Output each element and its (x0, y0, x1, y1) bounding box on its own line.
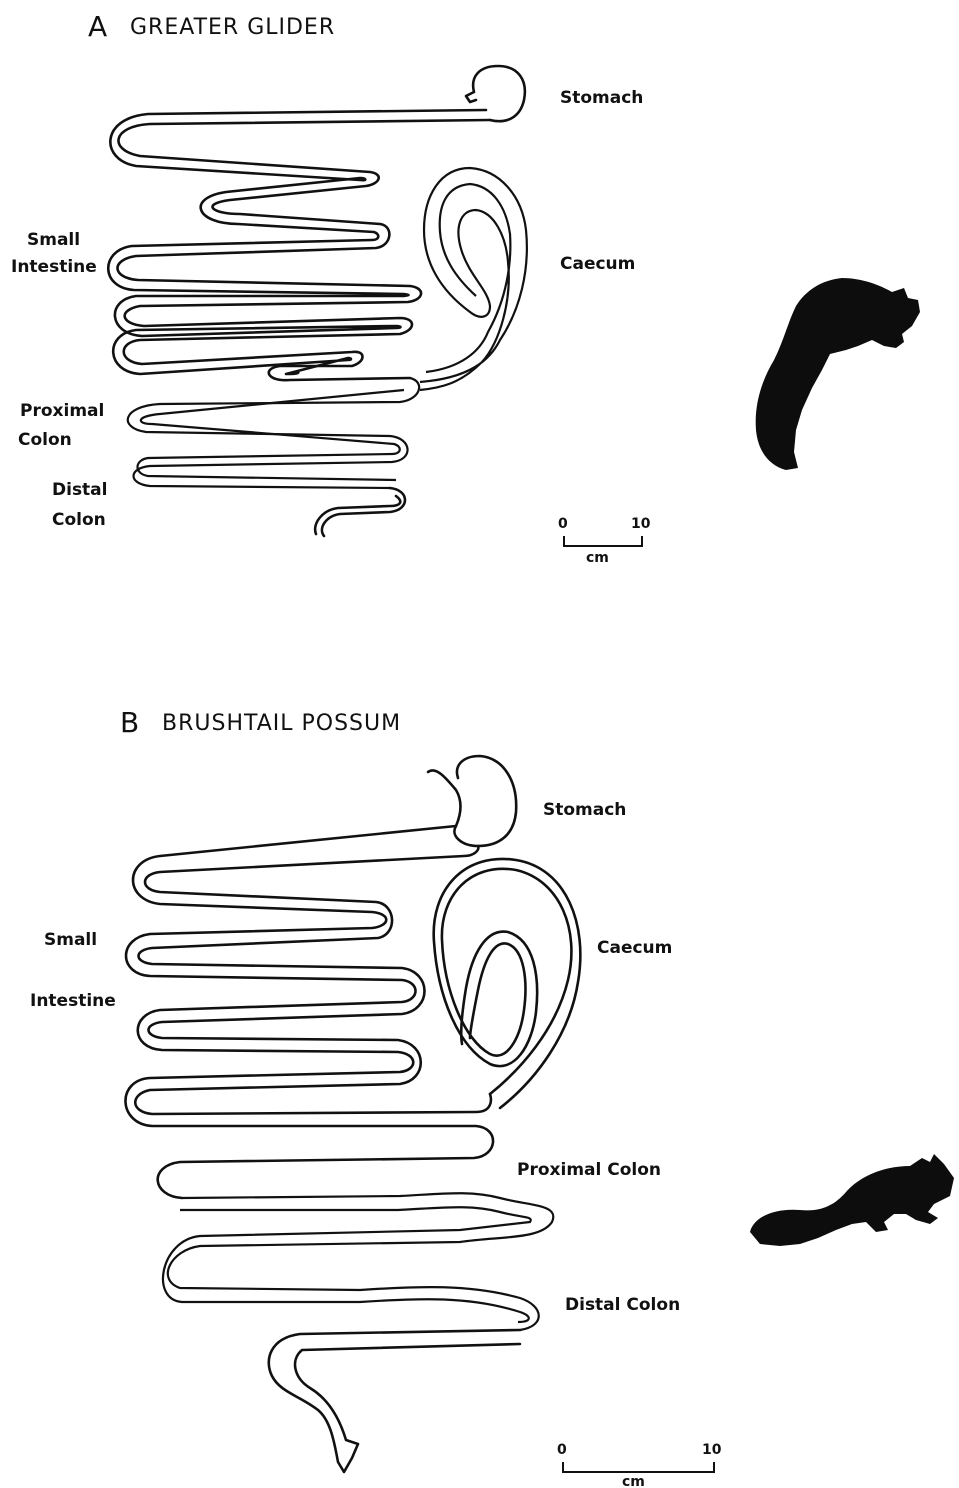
panel-b-label-distal-colon: Distal Colon (565, 1295, 680, 1315)
panel-a-letter: A (88, 10, 107, 43)
panel-a-scale-min: 0 (558, 516, 568, 532)
panel-a-stomach (466, 66, 525, 121)
panel-a-small-intestine (117, 120, 490, 380)
panel-a-label-distal-colon: Colon (52, 510, 106, 530)
panel-a-label-proximal: Proximal (20, 401, 104, 421)
panel-a-label-distal: Distal (52, 480, 107, 500)
panel-b-scale-unit: cm (622, 1474, 645, 1488)
brushtail-possum-silhouette-icon (750, 1154, 954, 1246)
panel-a-scale-unit: cm (586, 550, 609, 566)
panel-b-caecum (442, 869, 572, 1094)
greater-glider-silhouette-icon (756, 278, 920, 470)
panel-b-small-intestine (125, 826, 493, 1198)
panel-b-scale-min: 0 (557, 1442, 567, 1458)
panel-a-label-intestine: Intestine (11, 257, 97, 277)
panel-b-label-proximal-colon: Proximal Colon (517, 1160, 661, 1180)
panel-a-label-small: Small (27, 230, 80, 250)
panel-b-label-caecum: Caecum (597, 938, 672, 958)
panel-a-caecum (420, 168, 527, 390)
panel-b-scale-max: 10 (702, 1442, 722, 1458)
panel-b-scale-line (563, 1462, 714, 1472)
panel-b-scale-bar: 0 10 cm (557, 1442, 722, 1488)
panel-b-label-stomach: Stomach (543, 800, 626, 820)
panel-a-distal-colon (315, 488, 405, 536)
panel-a-scale-bar: 0 10 cm (558, 516, 651, 566)
panel-a-scale-line (564, 536, 642, 546)
panel-b-proximal-colon (168, 1193, 553, 1330)
panel-a: A GREATER GLIDER Stomach Small Intestine… (11, 10, 920, 566)
panel-b-distal-colon (269, 1330, 520, 1472)
panel-b-label-intestine: Intestine (30, 991, 116, 1011)
panel-b-proximal-colon-inner (163, 1207, 531, 1322)
panel-b-stomach (428, 756, 516, 846)
panel-a-scale-max: 10 (631, 516, 651, 532)
panel-b-label-small: Small (44, 930, 97, 950)
panel-a-label-caecum: Caecum (560, 254, 635, 274)
panel-b-title: BRUSHTAIL POSSUM (162, 711, 401, 736)
panel-a-label-stomach: Stomach (560, 88, 643, 108)
panel-b: B BRUSHTAIL POSSUM Stomach Small Intesti… (30, 706, 954, 1488)
panel-b-caecum-inner (434, 859, 581, 1108)
panel-b-letter: B (120, 706, 139, 739)
panel-a-label-proximal-colon: Colon (18, 430, 72, 450)
panel-a-title: GREATER GLIDER (130, 15, 335, 40)
panel-a-small-intestine-inner (108, 110, 486, 374)
